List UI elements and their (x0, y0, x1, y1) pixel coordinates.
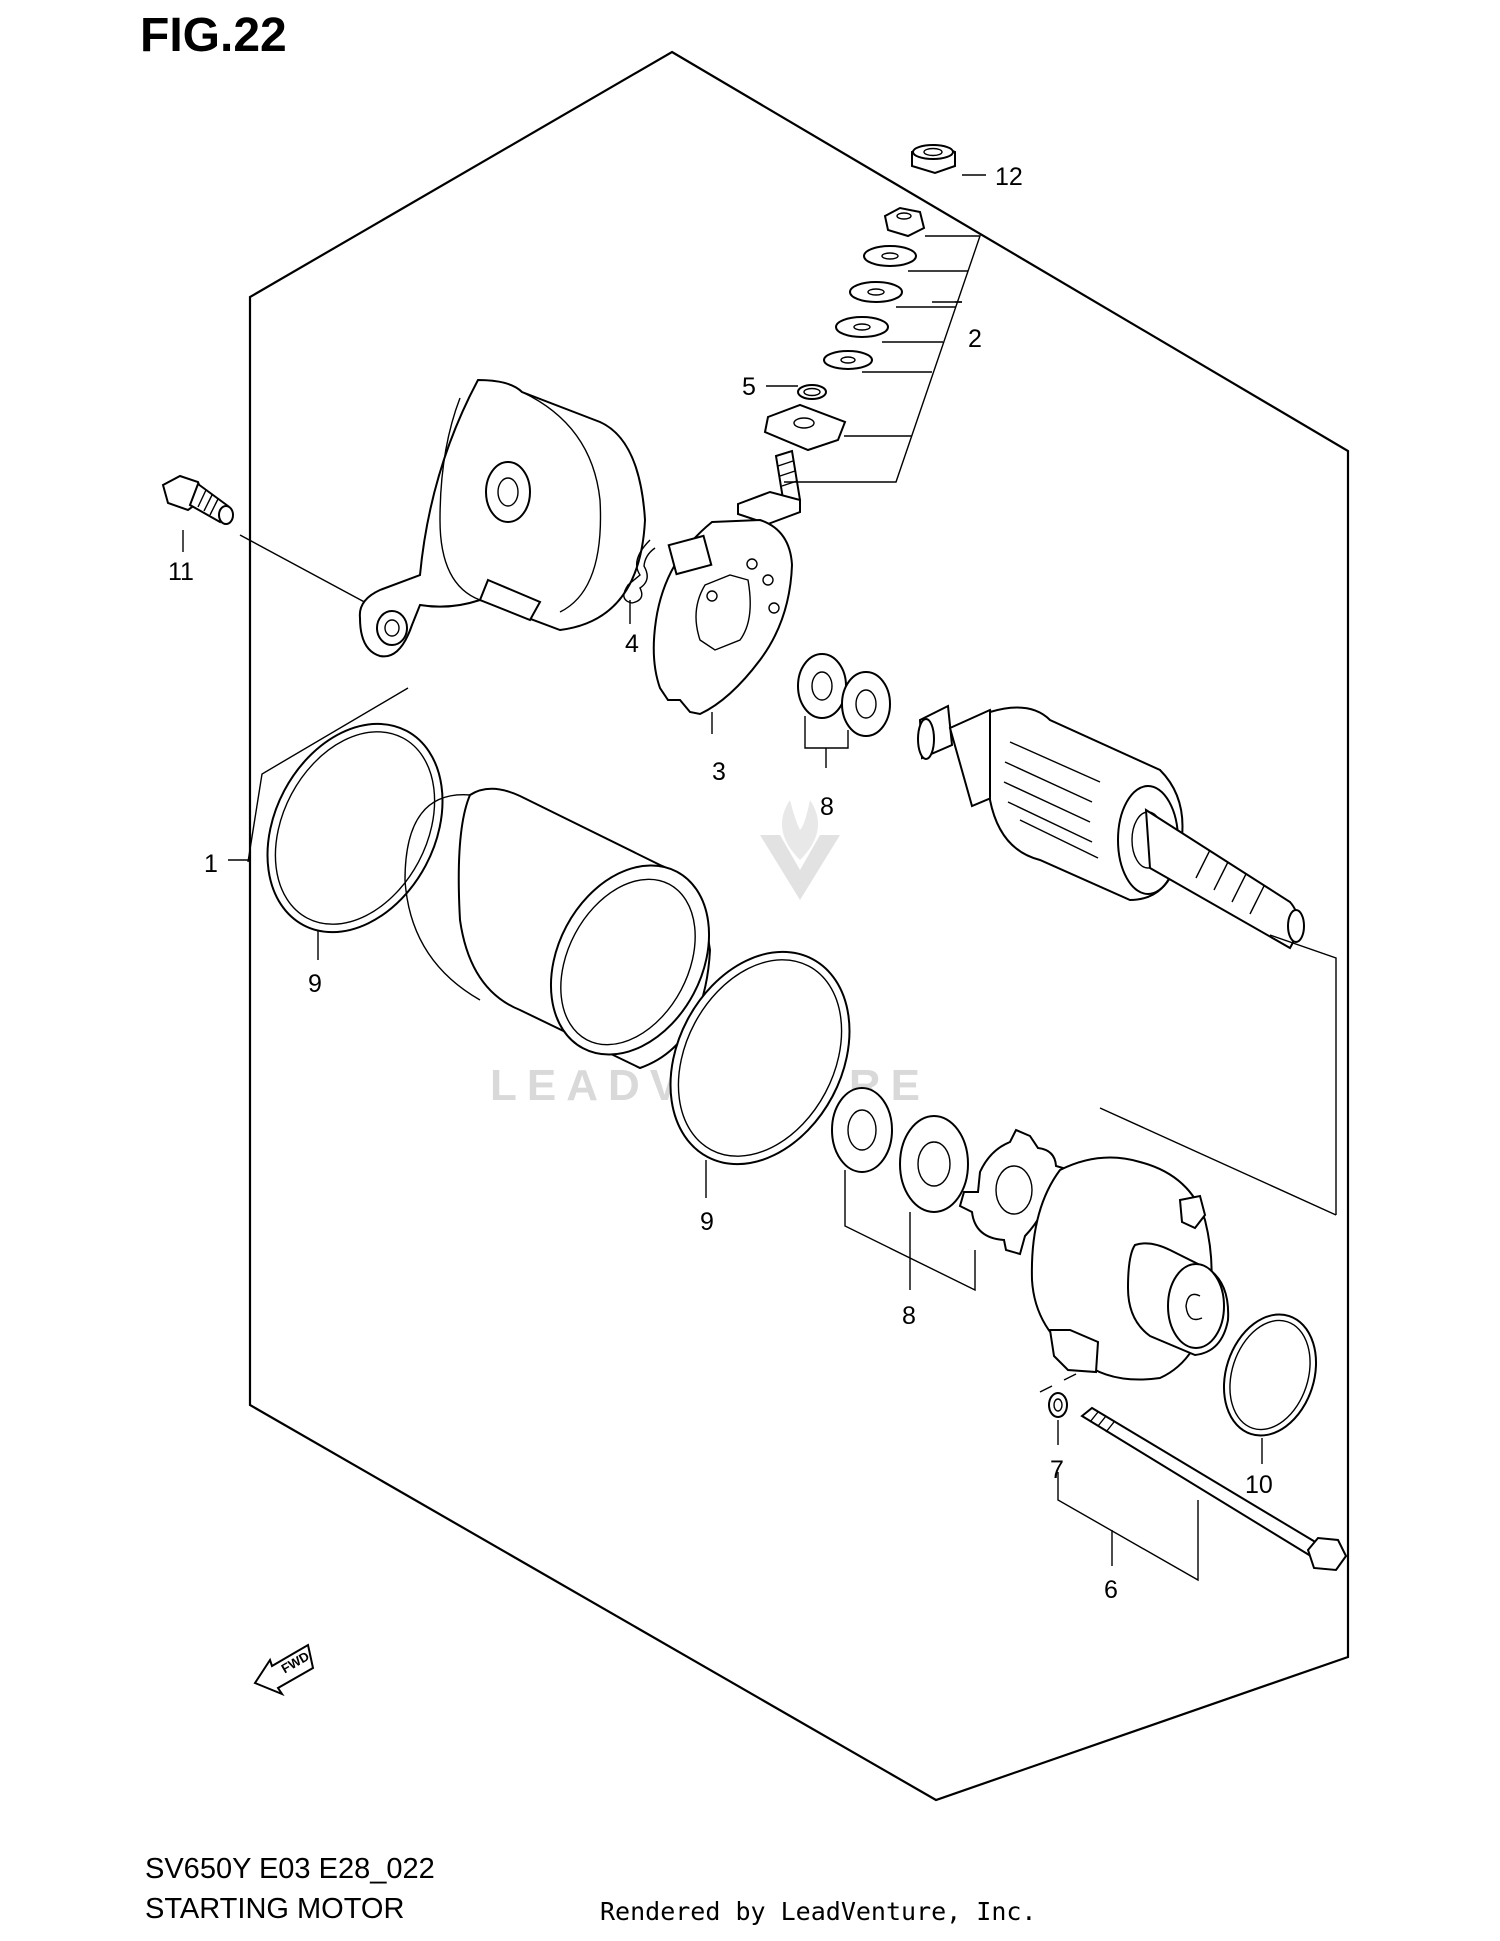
callout-6: 6 (1104, 1576, 1118, 1604)
callout-8-lower: 8 (902, 1302, 916, 1330)
front-end-cover (1030, 1156, 1230, 1393)
callout-9-left: 9 (308, 970, 322, 998)
diagram-subject: STARTING MOTOR (145, 1893, 405, 1925)
callout-8-upper: 8 (820, 793, 834, 821)
figure-title: FIG.22 (140, 9, 287, 62)
part-2-terminal-kit (737, 206, 981, 526)
callout-12: 12 (995, 163, 1023, 191)
assembly-frame (248, 50, 1350, 1802)
part-8-washers-upper (797, 653, 891, 768)
callout-11: 11 (168, 558, 194, 586)
fwd-arrow: FWD (253, 1643, 315, 1697)
part-9-o-ring-left (266, 722, 444, 960)
part-6-through-bolt (1057, 1406, 1348, 1582)
part-3-brush-holder (652, 518, 794, 734)
part-4-brush-spring (623, 539, 656, 624)
callout-7: 7 (1050, 1456, 1064, 1484)
callout-1: 1 (204, 850, 218, 878)
callout-4: 4 (625, 630, 639, 658)
rear-end-cover (358, 378, 647, 658)
yoke-case (404, 787, 712, 1070)
model-code: SV650Y E03 E28_022 (145, 1853, 435, 1885)
part-1-bracket (228, 687, 1337, 1216)
callout-10: 10 (1245, 1471, 1273, 1499)
callout-9-right: 9 (700, 1208, 714, 1236)
part-9-o-ring-right (669, 950, 851, 1198)
part-7-o-ring (1048, 1392, 1068, 1445)
part-10-o-ring (1222, 1313, 1318, 1464)
armature (917, 704, 1337, 1215)
callout-numbers: 12 2 5 11 4 3 8 1 9 9 8 7 10 6 (168, 163, 1273, 1604)
callout-3: 3 (712, 758, 726, 786)
rendered-by-credit: Rendered by LeadVenture, Inc. (600, 1897, 1037, 1926)
callout-5: 5 (742, 373, 756, 401)
part-8-washers-lower (831, 1087, 1072, 1292)
part-11-bolt (161, 474, 371, 606)
callout-2: 2 (968, 325, 982, 353)
part-12-nut (911, 143, 956, 175)
